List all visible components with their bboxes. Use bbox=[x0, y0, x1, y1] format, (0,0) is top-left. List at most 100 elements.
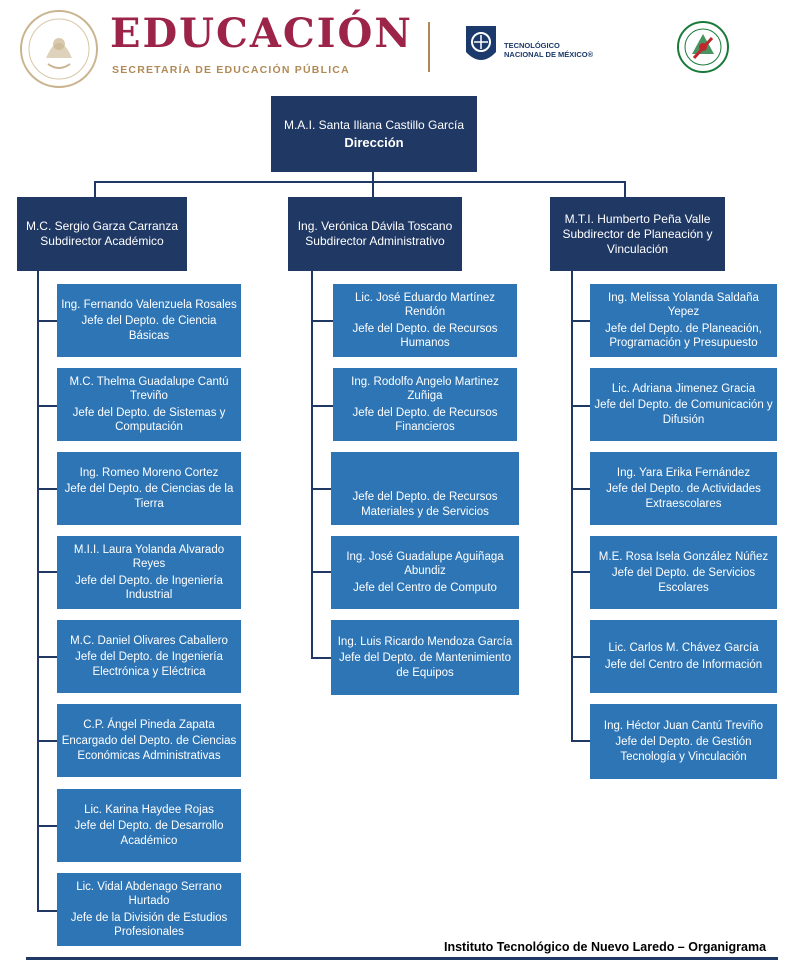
subdirector-role: Subdirector Académico bbox=[40, 234, 164, 248]
person-name: Ing. Yara Erika Fernández bbox=[616, 466, 751, 479]
person-name: Ing. José Guadalupe Aguiñaga Abundiz bbox=[346, 550, 504, 578]
person-name: Lic. Vidal Abdenago Serrano Hurtado bbox=[76, 880, 222, 908]
person-name: Lic. José Eduardo Martínez Rendón bbox=[355, 291, 495, 319]
person-name: Lic. Karina Haydee Rojas bbox=[84, 803, 214, 816]
person-role: Jefe del Depto. de Servicios Escolares bbox=[611, 567, 756, 594]
person-role: Jefe del Depto. de Ciencia Básicas bbox=[81, 315, 217, 342]
subdirector-role: Subdirector de Planeación y Vinculación bbox=[562, 226, 713, 256]
org-box: Lic. Carlos M. Chávez García Jefe del Ce… bbox=[590, 620, 777, 693]
connector bbox=[571, 271, 573, 742]
subdirector-box-academic: M.C. Sergio Garza Carranza Subdirector A… bbox=[17, 197, 187, 271]
connector bbox=[311, 571, 333, 573]
person-name: Ing. Romeo Moreno Cortez bbox=[79, 466, 219, 479]
director-box: M.A.I. Santa Iliana Castillo García Dire… bbox=[271, 96, 477, 172]
connector bbox=[571, 320, 590, 322]
person-role: Jefe del Depto. de Recursos Materiales y… bbox=[352, 491, 498, 518]
org-box: Lic. Adriana Jimenez Gracia Jefe del Dep… bbox=[590, 368, 777, 441]
person-name: M.E. Rosa Isela González Núñez bbox=[598, 550, 769, 563]
org-box: Lic. Vidal Abdenago Serrano Hurtado Jefe… bbox=[57, 873, 241, 946]
person-role: Jefe del Depto. de Mantenimiento de Equi… bbox=[339, 652, 511, 679]
person-role: Jefe del Depto. de Recursos Financieros bbox=[352, 406, 498, 434]
org-box: M.C. Daniel Olivares Caballero Jefe del … bbox=[57, 620, 241, 693]
header-divider bbox=[428, 22, 430, 72]
org-box: C.P. Ángel Pineda Zapata Encargado del D… bbox=[57, 704, 241, 777]
person-role: Jefe del Depto. de Ingeniería Electrónic… bbox=[75, 651, 223, 678]
person-role: Jefe del Depto. de Comunicación y Difusi… bbox=[594, 399, 773, 426]
person-name: Ing. Melissa Yolanda Saldaña Yepez bbox=[608, 291, 759, 319]
org-box: Ing. Melissa Yolanda Saldaña Yepez Jefe … bbox=[590, 284, 777, 357]
connector bbox=[37, 571, 57, 573]
org-box: M.I.I. Laura Yolanda Alvarado Reyes Jefe… bbox=[57, 536, 241, 609]
mexico-seal-logo bbox=[18, 8, 100, 90]
person-role: Jefe del Depto. de Ingeniería Industrial bbox=[75, 574, 223, 602]
person-name: Lic. Adriana Jimenez Gracia bbox=[611, 382, 756, 395]
connector bbox=[37, 405, 57, 407]
person-role: Jefe de la División de Estudios Profesio… bbox=[70, 911, 228, 939]
director-role: Dirección bbox=[344, 135, 404, 150]
subdirector-box-planning: M.T.I. Humberto Peña Valle Subdirector d… bbox=[550, 197, 725, 271]
director-name: M.A.I. Santa Iliana Castillo García bbox=[283, 118, 465, 132]
org-box: Ing. Fernando Valenzuela Rosales Jefe de… bbox=[57, 284, 241, 357]
org-box: M.E. Rosa Isela González Núñez Jefe del … bbox=[590, 536, 777, 609]
footer-text: Instituto Tecnológico de Nuevo Laredo – … bbox=[444, 940, 767, 954]
org-box: Ing. José Guadalupe Aguiñaga Abundiz Jef… bbox=[331, 536, 519, 609]
connector bbox=[37, 825, 57, 827]
person-name: Ing. Luis Ricardo Mendoza García bbox=[337, 635, 513, 648]
org-box: Ing. Yara Erika Fernández Jefe del Depto… bbox=[590, 452, 777, 525]
subdirector-role: Subdirector Administrativo bbox=[305, 234, 445, 248]
footer-rule bbox=[26, 957, 778, 960]
connector bbox=[311, 271, 313, 659]
connector bbox=[571, 488, 590, 490]
person-name: Lic. Carlos M. Chávez García bbox=[608, 642, 759, 654]
connector bbox=[571, 656, 590, 658]
person-name: Ing. Héctor Juan Cantú Treviño bbox=[603, 719, 764, 732]
connector bbox=[571, 740, 590, 742]
person-role: Jefe del Depto. de Actividades Extraesco… bbox=[606, 483, 761, 510]
person-name: Ing. Fernando Valenzuela Rosales bbox=[61, 298, 237, 311]
org-box: Lic. José Eduardo Martínez Rendón Jefe d… bbox=[333, 284, 517, 357]
person-role: Jefe del Depto. de Sistemas y Computació… bbox=[72, 406, 226, 434]
person-name: M.C. Thelma Guadalupe Cantú Treviño bbox=[69, 375, 229, 403]
org-box: Ing. Rodolfo Angelo Martinez Zuñiga Jefe… bbox=[333, 368, 517, 441]
person-role: Jefe del Centro de Computo bbox=[353, 581, 497, 594]
person-name: Ing. Rodolfo Angelo Martinez Zuñiga bbox=[351, 375, 499, 403]
org-box: M.C. Thelma Guadalupe Cantú Treviño Jefe… bbox=[57, 368, 241, 441]
person-role: Encargado del Depto. de Ciencias Económi… bbox=[61, 735, 237, 762]
person-role: Jefe del Depto. de Desarrollo Académico bbox=[74, 820, 224, 847]
connector bbox=[571, 405, 590, 407]
connector bbox=[311, 320, 333, 322]
connector bbox=[37, 656, 57, 658]
connector bbox=[37, 910, 57, 912]
org-box: Jefe del Depto. de Recursos Materiales y… bbox=[331, 452, 519, 525]
org-box: Ing. Luis Ricardo Mendoza García Jefe de… bbox=[331, 620, 519, 695]
subdirector-box-administrative: Ing. Verónica Dávila Toscano Subdirector… bbox=[288, 197, 462, 271]
tecnm-logo-icon bbox=[462, 22, 500, 70]
subdirector-name: M.C. Sergio Garza Carranza bbox=[25, 219, 179, 233]
connector bbox=[94, 181, 96, 197]
campus-logo-icon bbox=[676, 20, 730, 74]
subdirector-name: Ing. Verónica Dávila Toscano bbox=[297, 219, 453, 233]
connector bbox=[372, 181, 374, 197]
person-role: Jefe del Depto. de Planeación, Programac… bbox=[605, 322, 762, 350]
person-name: C.P. Ángel Pineda Zapata bbox=[83, 718, 215, 731]
person-role: Jefe del Depto. de Ciencias de la Tierra bbox=[64, 483, 234, 510]
person-role: Jefe del Depto. de Recursos Humanos bbox=[352, 322, 498, 350]
person-name: M.C. Daniel Olivares Caballero bbox=[70, 634, 228, 647]
connector bbox=[37, 740, 57, 742]
tecnm-label-1: TECNOLÓGICO bbox=[504, 41, 560, 50]
person-name: M.I.I. Laura Yolanda Alvarado Reyes bbox=[73, 543, 225, 571]
connector bbox=[624, 181, 626, 197]
person-role: Jefe del Centro de Información bbox=[604, 658, 763, 671]
connector bbox=[94, 181, 625, 183]
org-box: Ing. Romeo Moreno Cortez Jefe del Depto.… bbox=[57, 452, 241, 525]
connector bbox=[311, 488, 333, 490]
connector bbox=[37, 320, 57, 322]
page-title: EDUCACIÓN bbox=[110, 10, 413, 57]
page-subtitle: SECRETARÍA DE EDUCACIÓN PÚBLICA bbox=[112, 64, 350, 76]
connector bbox=[571, 571, 590, 573]
connector bbox=[311, 657, 333, 659]
person-role: Jefe del Depto. de Gestión Tecnología y … bbox=[615, 736, 752, 763]
org-box: Lic. Karina Haydee Rojas Jefe del Depto.… bbox=[57, 789, 241, 862]
subdirector-name: M.T.I. Humberto Peña Valle bbox=[564, 211, 711, 226]
connector bbox=[372, 172, 374, 182]
